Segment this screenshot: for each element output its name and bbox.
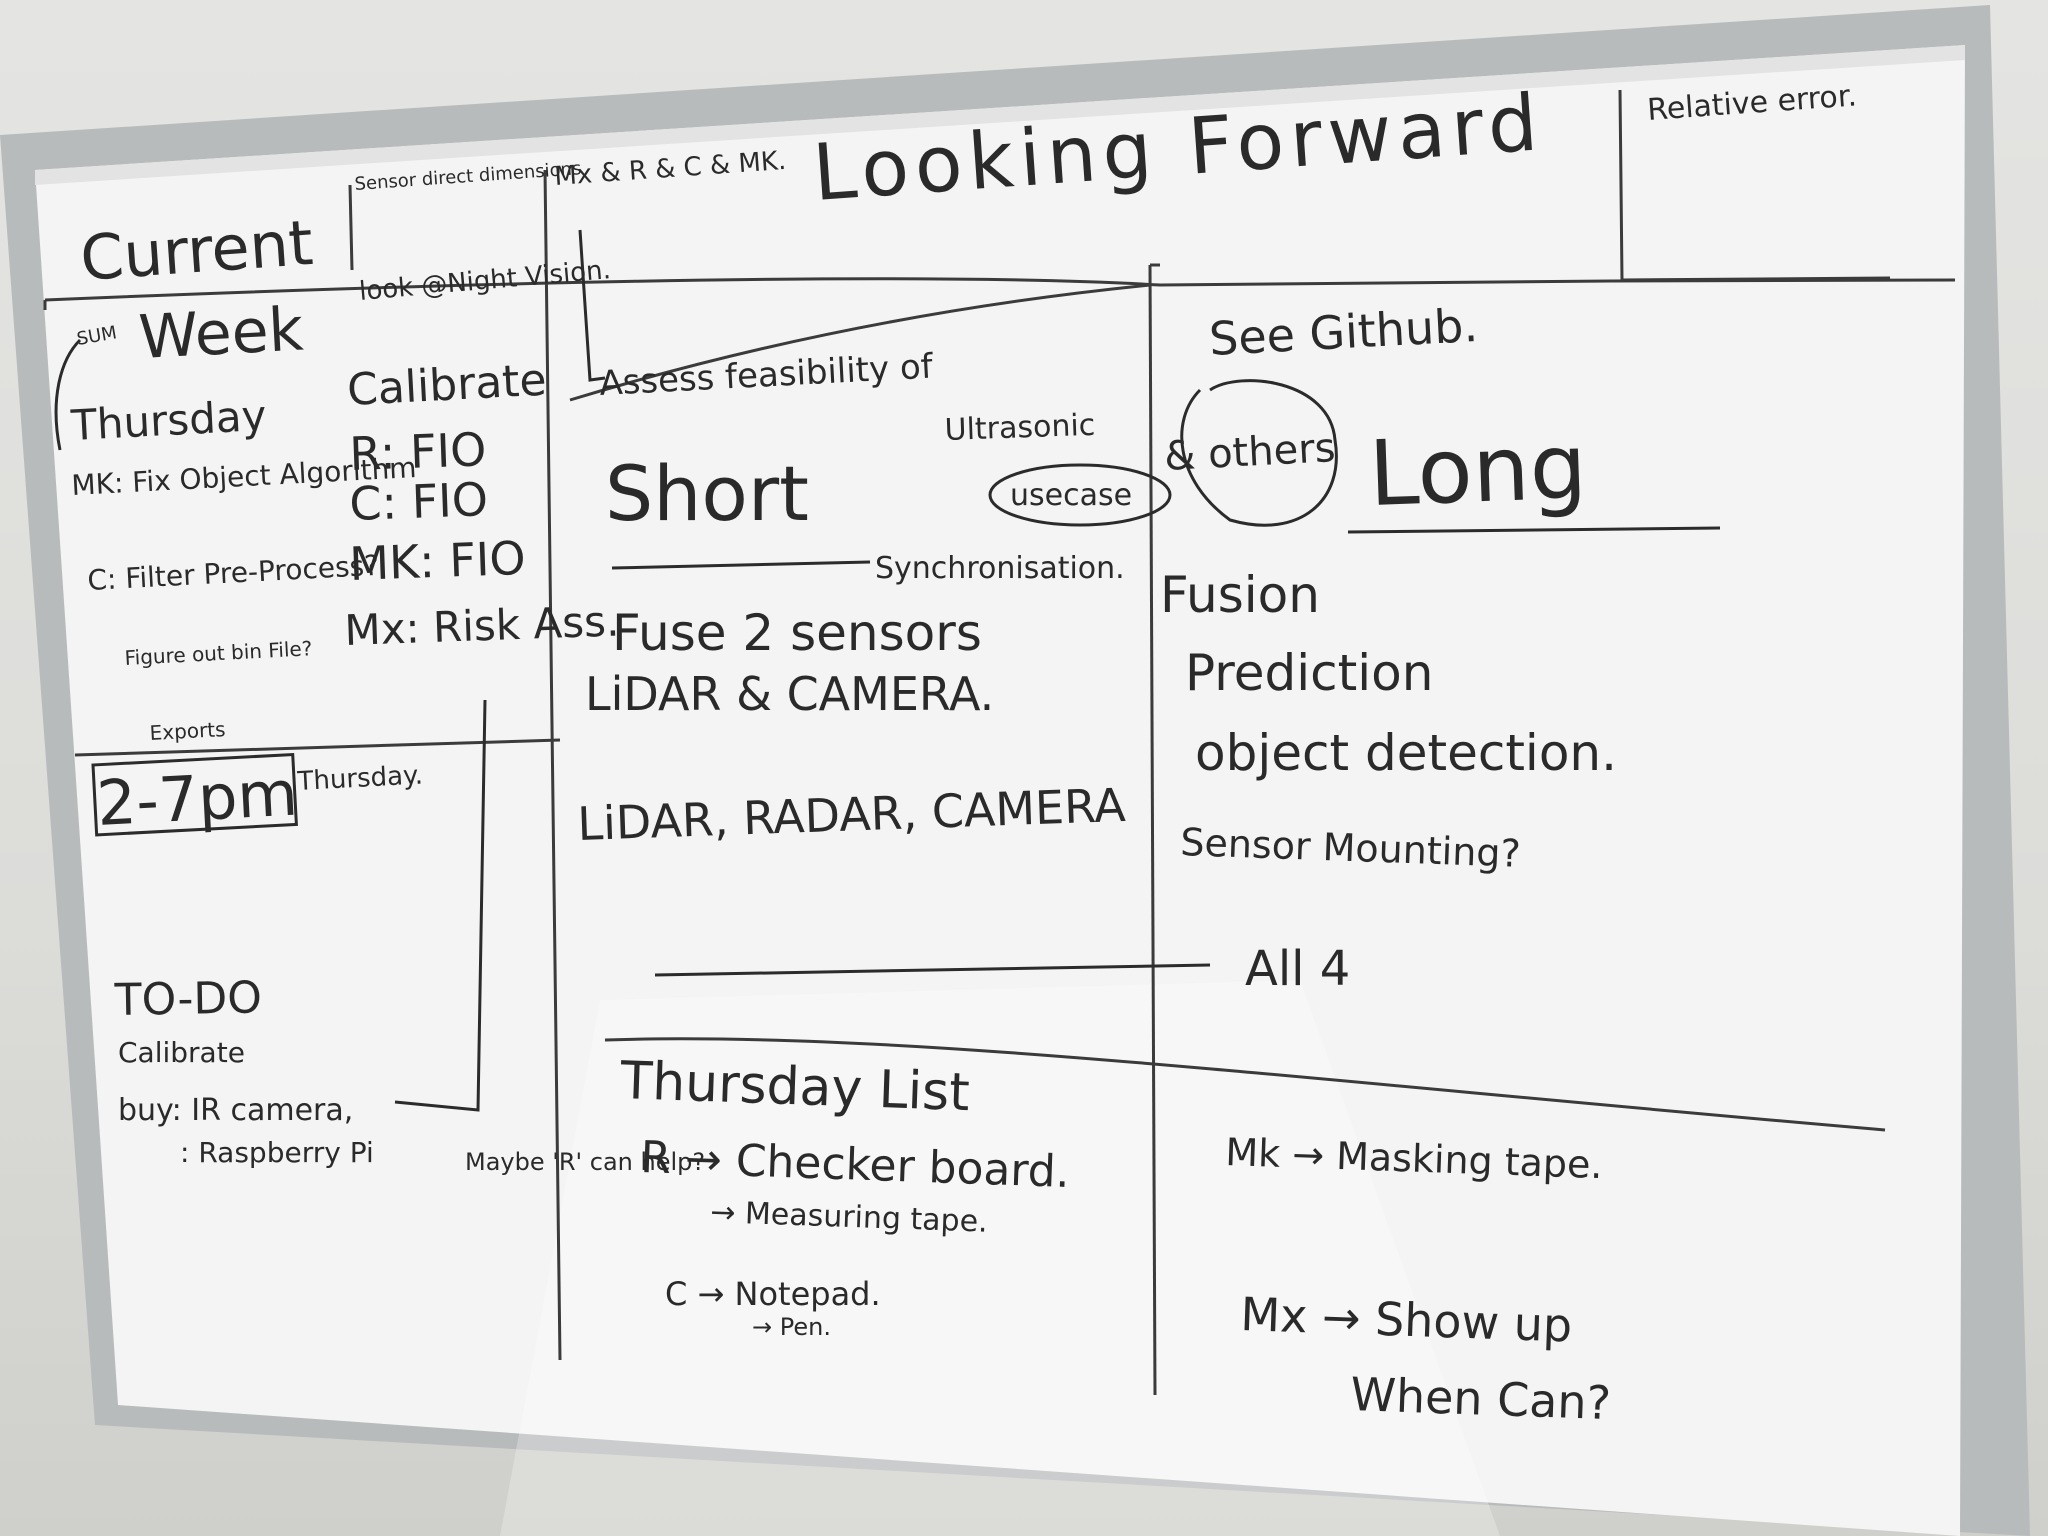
lidar-camera: LiDAR & CAMERA. [585, 667, 994, 721]
others-label: & others [1163, 425, 1336, 480]
time-label: 2-7pm [95, 757, 300, 840]
calibrate-task: Calibrate [346, 355, 548, 416]
thursday-list-title: Thursday List [619, 1051, 971, 1123]
mx-show-up: Mx → Show up [1240, 1287, 1573, 1353]
day-label: Thursday. [296, 760, 424, 797]
all-four: All 4 [1245, 941, 1350, 997]
thursday-label: Thursday [69, 391, 268, 450]
todo-item-3: : Raspberry Pi [180, 1136, 374, 1169]
exports-note: Exports [149, 717, 226, 745]
c-pen: → Pen. [752, 1313, 831, 1341]
board-surface [35, 45, 1965, 1536]
usecase-label: usecase [1010, 478, 1132, 513]
current-label: Current [78, 206, 315, 295]
mx-when-can: When Can? [1350, 1367, 1612, 1430]
todo-item-2: buy: IR camera, [118, 1093, 353, 1128]
short-title: Short [605, 449, 809, 538]
c-fio-task: C: FIO [348, 472, 488, 531]
prediction-label: Prediction [1185, 644, 1433, 702]
object-detection-label: object detection. [1195, 724, 1617, 782]
maybe-r-note: Maybe 'R' can help? [465, 1148, 705, 1176]
fusion-label: Fusion [1160, 566, 1320, 624]
mx-risk-task: Mx: Risk Ass. [344, 596, 620, 655]
r-fio-task: R: FIO [348, 422, 487, 481]
mk-fio-task: MK: FIO [348, 531, 526, 591]
c-notepad: C → Notepad. [665, 1275, 881, 1313]
synchronisation-label: Synchronisation. [875, 551, 1125, 586]
todo-title: TO-DO [113, 972, 262, 1026]
board-lines [43, 89, 1956, 1396]
ultrasonic-label: Ultrasonic [944, 408, 1096, 448]
arrow-strokes [54, 229, 1338, 1112]
todo-item-1: Calibrate [118, 1036, 245, 1069]
long-title: Long [1367, 414, 1588, 527]
week-title: Week [137, 294, 305, 373]
fuse-sensors: Fuse 2 sensors [612, 604, 982, 662]
